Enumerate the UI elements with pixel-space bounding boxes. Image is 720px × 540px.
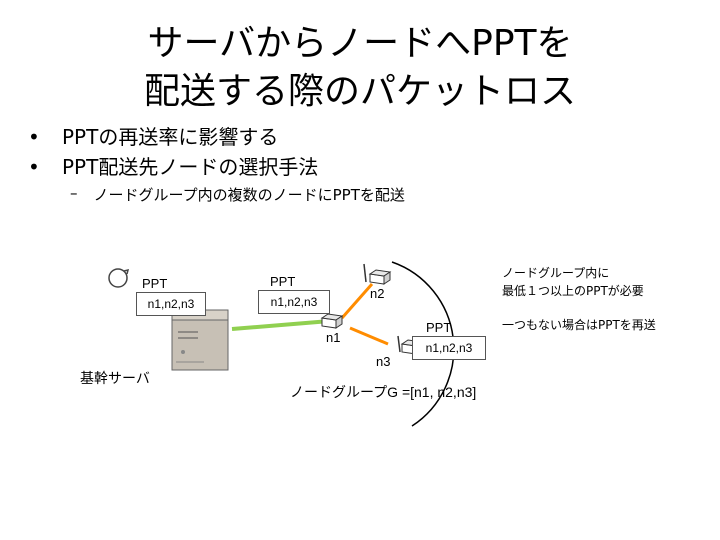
n3-ppt-label: PPT (426, 320, 452, 335)
link-n1-n2 (340, 283, 374, 319)
note-resend: 一つもない場合はPPTを再送 (502, 318, 656, 332)
note-minimum-line-1: ノードグループ内に (502, 266, 610, 280)
n3-label: n3 (376, 354, 391, 369)
packet-nodes-box: n1,n2,n3 (258, 290, 330, 314)
n3-nodes-box: n1,n2,n3 (412, 336, 486, 360)
bullet-item: • PPT配送先ノードの選択手法 (28, 152, 318, 182)
bullet-text: PPTの再送率に影響する (62, 125, 279, 149)
title-line-2: 配送する際のパケットロス (143, 71, 576, 112)
server-ppt-label: PPT (142, 276, 168, 291)
sub-bullet-text: ノードグループ内の複数のノードにPPTを配送 (93, 186, 405, 204)
packet-ppt-label: PPT (270, 274, 296, 289)
n2-label: n2 (370, 286, 385, 301)
server-nodes-box: n1,n2,n3 (136, 292, 206, 316)
bullet-marker: • (28, 155, 40, 179)
bullet-text: PPT配送先ノードの選択手法 (62, 155, 319, 179)
server-caption: 基幹サーバ (80, 370, 150, 386)
title-line-1: サーバからノードへPPTを (147, 23, 573, 64)
n2-node-icon (363, 263, 392, 285)
note-minimum-line-2: 最低１つ以上のPPTが必要 (502, 284, 644, 298)
bullet-item: • PPTの再送率に影響する (28, 122, 318, 152)
note-minimum: ノードグループ内に 最低１つ以上のPPTが必要 (502, 264, 644, 300)
bullet-marker: • (28, 125, 40, 149)
refresh-icon (108, 268, 130, 288)
n1-label: n1 (326, 330, 341, 345)
bullet-list: • PPTの再送率に影響する • PPT配送先ノードの選択手法 (28, 122, 318, 182)
n1-node-icon (320, 313, 344, 329)
link-server-n1 (231, 319, 331, 331)
link-n1-n3 (349, 326, 389, 346)
node-group-caption: ノードグループG =[n1, n2,n3] (290, 384, 477, 400)
server-icon (171, 309, 229, 371)
page-title: サーバからノードへPPTを 配送する際のパケットロス (0, 20, 720, 116)
sub-bullet: – ノードグループ内の複数のノードにPPTを配送 (70, 184, 405, 205)
sub-bullet-marker: – (70, 184, 78, 202)
